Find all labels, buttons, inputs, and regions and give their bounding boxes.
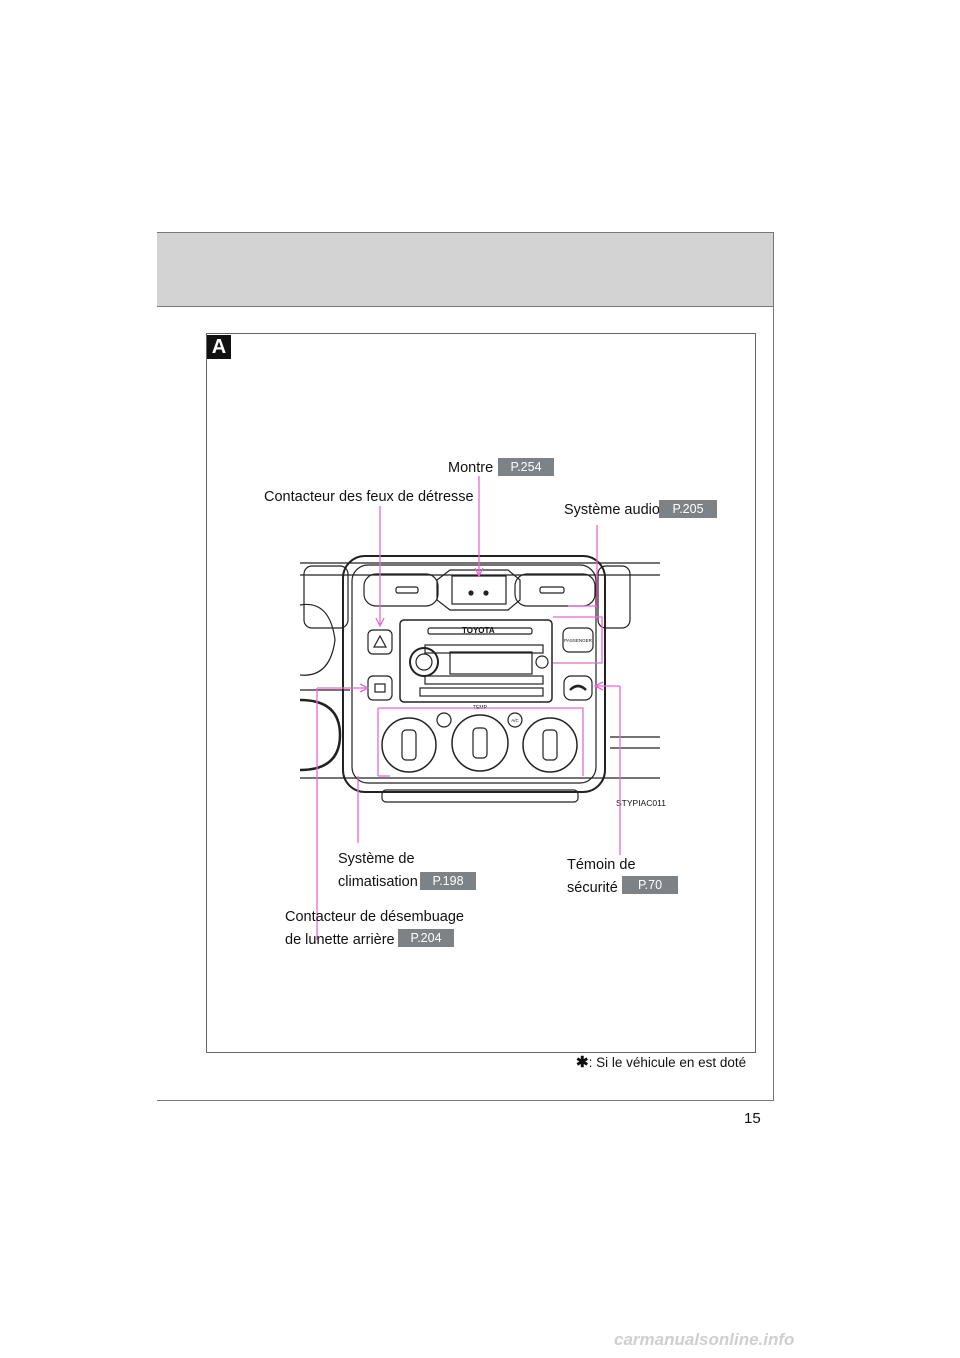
defogger-label-line1: Contacteur de désembuage (285, 909, 464, 925)
side-knob-left-frame (303, 565, 349, 629)
radio-cd-slot (427, 627, 533, 635)
audio-ref-badge[interactable]: P.205 (659, 500, 717, 518)
watermark: carmanualsonline.info (614, 1330, 795, 1349)
round-vent-left (299, 603, 336, 676)
image-code: STYPIAC011 (616, 798, 666, 808)
security-label-line2: sécurité (567, 880, 618, 896)
mode-knob (522, 717, 578, 773)
defogger-ref-badge[interactable]: P.204 (398, 929, 454, 947)
side-knob-right-frame (597, 565, 631, 629)
climate-label-line1: Système de (338, 851, 415, 867)
hazard-label: Contacteur des feux de détresse (264, 489, 474, 505)
passenger-airbag-indicator (562, 627, 594, 653)
climate-ref-badge[interactable]: P.198 (420, 872, 476, 890)
hazard-button (367, 629, 393, 655)
vent-left-slot (395, 586, 419, 594)
callout-line-defogger (316, 687, 366, 940)
callout-line-security (597, 685, 621, 855)
climate-bracket (377, 707, 584, 777)
header-band (157, 232, 774, 307)
bottom-rule (157, 1100, 774, 1101)
vent-right (514, 573, 596, 607)
audio-label: Système audio (564, 502, 660, 518)
climate-label-line2: climatisation (338, 874, 418, 890)
footnote: ✱: Si le véhicule en est doté (576, 1053, 746, 1071)
radio-volume-knob (409, 647, 439, 677)
security-indicator (563, 675, 593, 701)
cup-holder-left (299, 698, 342, 772)
fan-knob (381, 717, 437, 773)
center-panel (342, 555, 606, 793)
section-letter: A (207, 335, 231, 359)
clock-ref-badge[interactable]: P.254 (498, 458, 554, 476)
defogger-label-line2: de lunette arrière (285, 932, 395, 948)
clock-housing (436, 569, 521, 611)
security-ref-badge[interactable]: P.70 (622, 876, 678, 894)
page-number: 15 (744, 1110, 761, 1127)
center-panel-inner (351, 564, 597, 784)
vent-right-slot (539, 586, 565, 594)
defogger-button (367, 675, 393, 701)
audio-bracket (553, 616, 603, 664)
callout-line-audio (568, 525, 598, 607)
recirc-button (436, 712, 452, 728)
footnote-text: : Si le véhicule en est doté (588, 1055, 747, 1070)
clock-label: Montre (448, 460, 494, 476)
figure-frame (206, 333, 756, 1053)
radio-brand: TOYOTA (462, 626, 495, 635)
security-label-line1: Témoin de (567, 857, 636, 873)
ac-button (507, 712, 523, 728)
radio-display (449, 651, 533, 675)
ac-label: A/C (511, 718, 519, 723)
radio-unit (399, 619, 553, 703)
page-margin-line (773, 305, 774, 1101)
clock-display (451, 575, 507, 605)
vent-left (363, 573, 439, 607)
glovebox-top (381, 789, 579, 803)
temp-knob (451, 714, 509, 772)
passenger-label: PASSENGER (564, 638, 592, 643)
asterisk-icon: ✱ (576, 1054, 589, 1071)
